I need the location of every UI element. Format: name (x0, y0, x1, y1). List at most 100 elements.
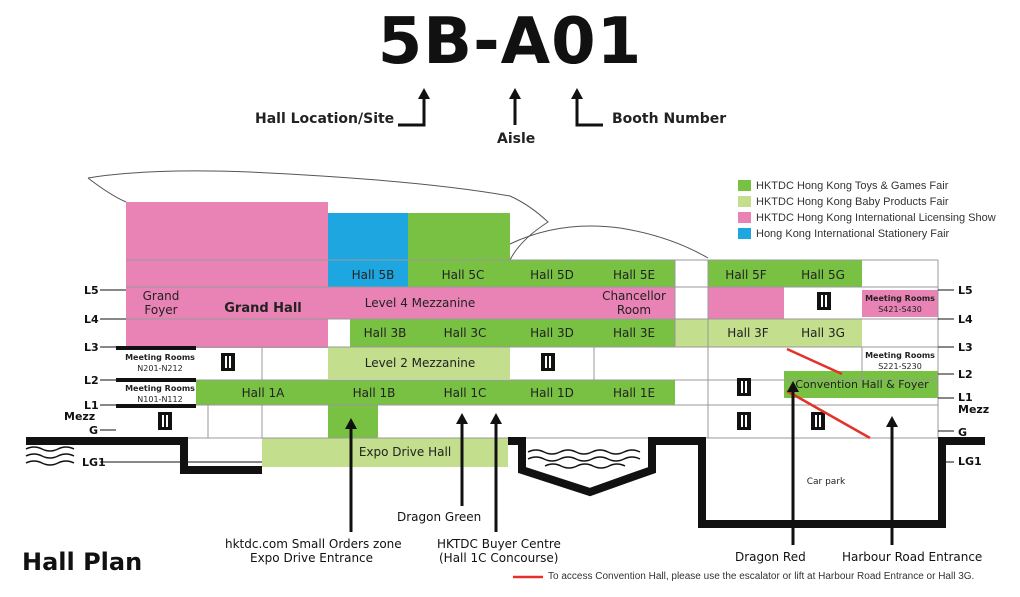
hall-1a (196, 380, 328, 405)
level-right-l5: L5 (958, 284, 973, 297)
hall-5e (594, 260, 675, 287)
buyer-centre-label: HKTDC Buyer Centre (437, 537, 561, 551)
meeting-n201-range: N201-N212 (137, 364, 182, 373)
level-left-l5: L5 (84, 284, 99, 297)
chancellor-room-label: Chancellor (602, 289, 666, 303)
hall-5f-label: Hall 5F (725, 268, 766, 282)
level-left-lg1: LG1 (82, 456, 106, 469)
arrow-expo-drive (345, 418, 357, 429)
hall-1b (328, 380, 420, 405)
level-right-l4: L4 (958, 313, 973, 326)
level-2-mezzanine (328, 347, 510, 379)
buyer-centre-sub-label: (Hall 1C Concourse) (439, 551, 559, 565)
hall-3f (675, 319, 784, 347)
hall-5b-label: Hall 5B (352, 268, 395, 282)
small-orders-zone-label: hktdc.com Small Orders zone (225, 537, 402, 551)
hall-plan-title: Hall Plan (22, 548, 143, 576)
hall-3c-label: Hall 3C (444, 326, 487, 340)
grand-hall (196, 202, 328, 348)
grid-lines (116, 259, 939, 439)
meeting-n101-label: Meeting Rooms (125, 384, 195, 393)
expo-drive-hall-label: Expo Drive Hall (359, 445, 451, 459)
legend-label-licensing: HKTDC Hong Kong International Licensing … (756, 212, 996, 224)
hall-3b-label: Hall 3B (364, 326, 407, 340)
water-waves (25, 446, 641, 469)
level-right-l1: L1 (958, 391, 973, 404)
legend-swatch-toys (738, 180, 751, 191)
hall-3d-label: Hall 3D (530, 326, 574, 340)
hall-3g-label: Hall 3G (801, 326, 845, 340)
hall-1d (510, 380, 594, 405)
hall-5g-label: Hall 5G (801, 268, 845, 282)
hall-5b (328, 213, 408, 287)
hall-3d (510, 319, 594, 347)
level-right-g: G (958, 426, 967, 439)
grand-foyer-label-2: Foyer (144, 303, 177, 317)
convention-hall (784, 371, 938, 398)
dragon-green-label: Dragon Green (397, 510, 482, 524)
legend-label-baby: HKTDC Hong Kong Baby Products Fair (756, 196, 949, 208)
legend-swatch-stationery (738, 228, 751, 239)
hall-5g (784, 260, 862, 287)
legend-swatch-baby (738, 196, 751, 207)
aisle-label: Aisle (497, 131, 536, 147)
level-left-l1: L1 (84, 399, 99, 412)
meeting-s421-range: S421-S430 (878, 305, 922, 314)
expo-drive-hall (262, 438, 508, 467)
arrow-dragon-red (787, 381, 799, 392)
hall-1e-label: Hall 1E (613, 386, 655, 400)
level-left-g: G (89, 424, 98, 437)
legend: HKTDC Hong Kong Toys & Games Fair HKTDC … (738, 180, 996, 240)
meeting-s221-label: Meeting Rooms (865, 351, 935, 360)
convention-hall-label: Convention Hall & Foyer (795, 378, 929, 391)
convention-route-line (513, 347, 871, 579)
grand-foyer-label-1: Grand (143, 289, 180, 303)
hall-1c-label: Hall 1C (444, 386, 487, 400)
hall-3e-label: Hall 3E (613, 326, 655, 340)
car-park-label: Car park (807, 477, 846, 487)
meeting-s221-range: S221-S230 (878, 362, 922, 371)
booth-pointer-arrows (398, 97, 603, 127)
arrow-harbour-road (886, 416, 898, 427)
convention-access-note: To access Convention Hall, please use th… (548, 571, 975, 582)
arrow-head-aisle (509, 88, 521, 99)
legend-swatch-licensing (738, 212, 751, 223)
grand-hall-label: Grand Hall (224, 301, 302, 316)
level-4-mezzanine-label: Level 4 Mezzanine (365, 296, 476, 310)
dragon-red-label: Dragon Red (735, 550, 806, 564)
hall-location-label: Hall Location/Site (255, 111, 395, 127)
level-right-l3: L3 (958, 341, 973, 354)
expo-drive-entrance-label: Expo Drive Entrance (250, 551, 374, 565)
hall-5d-label: Hall 5D (530, 268, 574, 282)
level-left-mezz: Mezz (64, 410, 95, 423)
hall-1c (420, 380, 510, 405)
hall-5f (708, 260, 784, 287)
level-4-mezzanine (328, 287, 675, 319)
chancellor-room-label-2: Room (617, 303, 651, 317)
meeting-n101-range: N101-N112 (137, 395, 182, 404)
meeting-rooms-s421 (862, 290, 938, 317)
hall-3b (350, 319, 420, 347)
grand-foyer (126, 202, 196, 348)
level-right-l2: L2 (958, 368, 973, 381)
level-left-l4: L4 (84, 313, 99, 326)
arrow-head-booth (571, 88, 583, 99)
level-2-mezzanine-label: Level 2 Mezzanine (365, 356, 476, 370)
hall-1d-label: Hall 1D (530, 386, 574, 400)
level-right-mezz: Mezz (958, 403, 989, 416)
level-left-l2: L2 (84, 374, 99, 387)
meeting-s421-label: Meeting Rooms (865, 294, 935, 303)
hall-1b-label: Hall 1B (353, 386, 396, 400)
hall-1a-label: Hall 1A (242, 386, 285, 400)
hall-5e-label: Hall 5E (613, 268, 655, 282)
hall-3e (594, 319, 675, 347)
booth-number-label: Booth Number (612, 111, 727, 127)
ground-structure (26, 437, 985, 528)
arrow-head-hall (418, 88, 430, 99)
restroom-icon (158, 292, 831, 430)
hall-3c (420, 319, 510, 347)
hall-3f-label: Hall 3F (727, 326, 768, 340)
arrow-dragon-green (456, 413, 468, 424)
hall-5c (420, 213, 510, 287)
